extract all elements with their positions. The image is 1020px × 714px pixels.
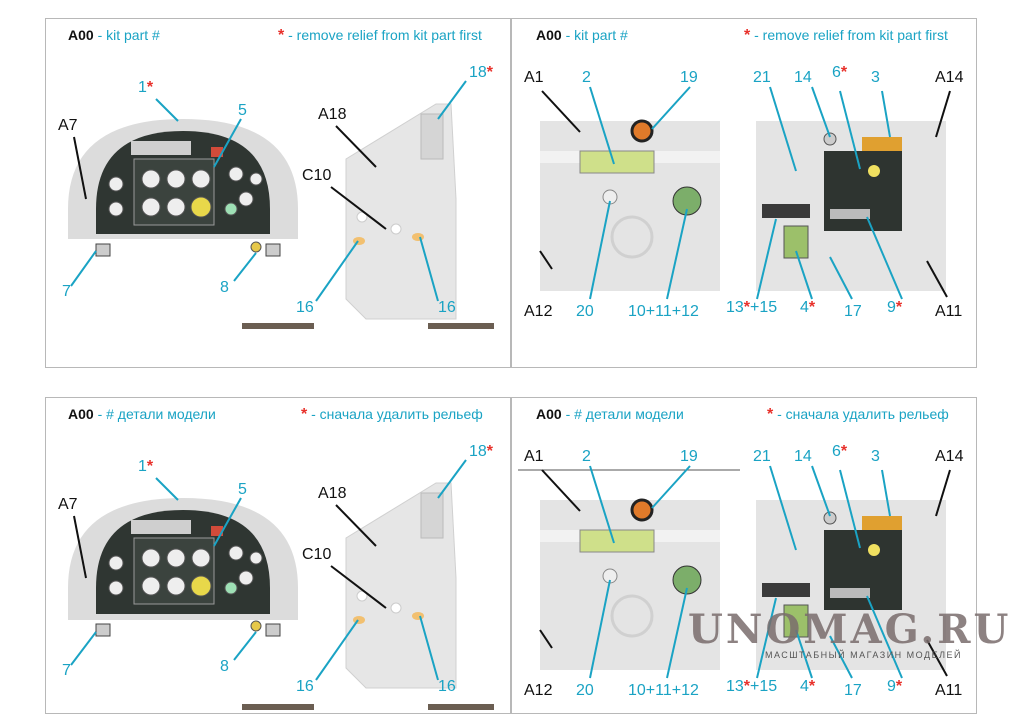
remove-relief-note: * - remove relief from kit part first [278,27,482,44]
part-13-15-label: 13*+15 [726,678,778,695]
part-c10-label: C10 [302,546,332,563]
kit-part-note: - kit part # [97,27,160,43]
remove-relief-note: * - сначала удалить рельеф [301,406,483,423]
part-17-label: 17 [844,303,862,320]
part-10-11-12-label: 10+11+12 [628,682,699,699]
part-a18-label: A18 [318,106,347,123]
part-13-15-label: 13*+15 [726,299,778,316]
part-20-label: 20 [576,682,594,699]
part-17-label: 17 [844,682,862,699]
panel-header: A00 - kit part # [68,27,160,43]
asterisk-icon: * [278,27,285,44]
part-3-label: 3 [871,448,880,465]
asterisk-icon: * [744,27,751,44]
panel-header: A00 - kit part # [536,27,628,43]
part-1-label: 1* [138,458,154,475]
part-a12-label: A12 [524,303,553,320]
panel-header: A00 - # детали модели [68,406,216,422]
instruction-panel-dashboard-en: A00 - kit part # * - remove relief from … [45,18,511,368]
part-16-left-label: 16 [296,299,314,316]
part-a1-label: A1 [524,69,544,86]
part-2-label: 2 [582,448,591,465]
part-21-label: 21 [753,448,771,465]
part-19-label: 19 [680,69,698,86]
part-5-label: 5 [238,481,247,498]
watermark-subtitle: МАСШТАБНЫЙ МАГАЗИН МОДЕЛЕЙ [765,650,962,660]
part-16-right-label: 16 [438,678,456,695]
part-8-label: 8 [220,279,229,296]
part-4-label: 4* [800,299,816,316]
part-a11-label: A11 [935,303,963,320]
part-a14-label: A14 [935,448,964,465]
part-18-label: 18* [469,64,494,81]
part-20-label: 20 [576,303,594,320]
kit-code: A00 [68,27,94,43]
watermark-title: UNOMAG.RU [688,606,1012,653]
part-a11-label: A11 [935,682,963,699]
part-19-label: 19 [680,448,698,465]
part-9-label: 9* [887,678,903,695]
dashboard-illustration [68,459,494,710]
kit-part-note: - # детали модели [97,406,216,422]
kit-code: A00 [68,406,94,422]
part-a12-label: A12 [524,682,553,699]
part-16-right-label: 16 [438,299,456,316]
asterisk-icon: * [301,406,308,423]
panel-header: A00 - # детали модели [536,406,684,422]
part-a1-label: A1 [524,448,544,465]
part-a7-label: A7 [58,117,78,134]
part-14-label: 14 [794,448,812,465]
kit-part-note: - kit part # [565,27,628,43]
instruction-panel-sidewall-en: A00 - kit part # * - remove relief from … [511,18,977,368]
sidewall-illustration [539,86,951,300]
part-2-label: 2 [582,69,591,86]
part-7-label: 7 [62,283,71,300]
part-6-label: 6* [832,64,848,81]
kit-code: A00 [536,406,562,422]
instruction-panel-dashboard-ru: A00 - # детали модели * - сначала удалит… [45,397,511,714]
part-c10-label: C10 [302,167,332,184]
part-1-label: 1* [138,79,154,96]
dashboard-illustration [68,80,494,329]
part-3-label: 3 [871,69,880,86]
asterisk-icon: * [767,406,774,423]
part-16-left-label: 16 [296,678,314,695]
part-6-label: 6* [832,443,848,460]
instruction-panel-sidewall-ru: A00 - # детали модели * - сначала удалит… [511,397,977,714]
part-4-label: 4* [800,678,816,695]
remove-relief-note: * - remove relief from kit part first [744,27,948,44]
part-a18-label: A18 [318,485,347,502]
part-a7-label: A7 [58,496,78,513]
part-14-label: 14 [794,69,812,86]
kit-code: A00 [536,27,562,43]
sidewall-illustration [518,465,951,679]
part-8-label: 8 [220,658,229,675]
part-18-label: 18* [469,443,494,460]
remove-relief-note: * - сначала удалить рельеф [767,406,949,423]
kit-part-note: - # детали модели [565,406,684,422]
part-a14-label: A14 [935,69,964,86]
part-21-label: 21 [753,69,771,86]
part-7-label: 7 [62,662,71,679]
part-9-label: 9* [887,299,903,316]
part-5-label: 5 [238,102,247,119]
part-10-11-12-label: 10+11+12 [628,303,699,320]
